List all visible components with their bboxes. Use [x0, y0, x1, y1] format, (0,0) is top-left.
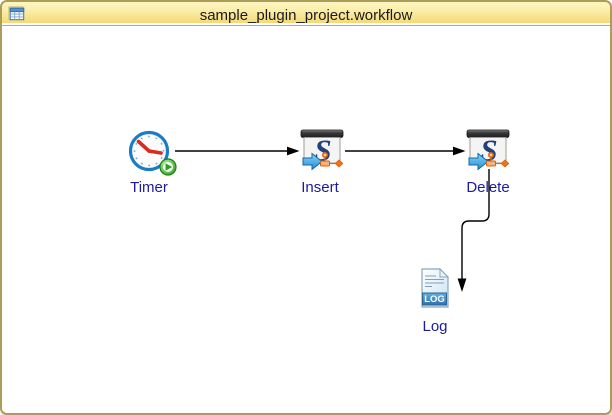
node-delete[interactable]: S	[466, 128, 510, 172]
clock-run-icon	[126, 128, 178, 180]
node-log[interactable]: LOG	[420, 268, 450, 308]
node-delete-label: Delete	[466, 179, 510, 196]
node-timer[interactable]	[126, 128, 178, 180]
log-badge-text: LOG	[424, 294, 445, 305]
window-title: sample_plugin_project.workflow	[199, 7, 413, 23]
sql-adapter-icon: S	[466, 128, 510, 172]
titlebar-separator	[2, 23, 610, 26]
node-log-label: Log	[422, 318, 448, 335]
window-titlebar[interactable]: sample_plugin_project.workflow	[2, 2, 610, 23]
sql-adapter-icon: S	[300, 128, 344, 172]
table-icon	[8, 6, 25, 21]
node-insert[interactable]: S	[300, 128, 344, 172]
log-file-icon: LOG	[420, 268, 450, 308]
node-timer-label: Timer	[130, 179, 168, 196]
node-insert-label: Insert	[301, 179, 339, 196]
workflow-canvas[interactable]	[2, 26, 610, 413]
